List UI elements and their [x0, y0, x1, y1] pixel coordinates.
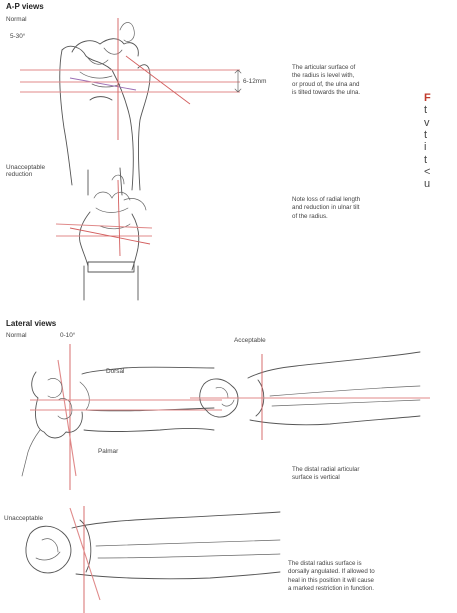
- lateral-views-heading: Lateral views: [6, 319, 56, 328]
- lateral-angle-label: 0-10°: [60, 332, 75, 339]
- lateral-unacceptable-label: Unacceptable: [4, 515, 43, 522]
- ap-unacceptable-label: Unacceptable reduction: [6, 164, 45, 178]
- ap-measure-label: 6-12mm: [243, 78, 266, 85]
- lateral-unacceptable-caption: The distal radius surface is dorsally an…: [288, 560, 375, 593]
- ap-unacceptable-caption: Note loss of radial length and reduction…: [292, 196, 360, 221]
- lateral-unacceptable-illustration: [26, 506, 280, 613]
- lateral-dorsal-label: Dorsal: [106, 368, 124, 375]
- lateral-acceptable-illustration: [190, 352, 430, 440]
- lateral-acceptable-label: Acceptable: [234, 337, 266, 344]
- ap-unacceptable-illustration: [56, 175, 152, 300]
- ap-normal-label: Normal: [6, 16, 27, 23]
- lateral-palmar-label: Palmar: [98, 448, 118, 455]
- lateral-normal-label: Normal: [6, 332, 27, 339]
- lateral-normal-illustration: [22, 344, 222, 490]
- side-text-body: t v t i t < u: [424, 104, 430, 190]
- lateral-normal-caption: The distal radial articular surface is v…: [292, 466, 359, 483]
- ap-normal-caption: The articular surface of the radius is l…: [292, 64, 360, 97]
- ap-views-heading: A-P views: [6, 2, 44, 11]
- side-text-fragment: F t v t i t < u: [424, 92, 457, 191]
- side-figure-label: F: [424, 92, 431, 104]
- ap-normal-illustration: [20, 18, 241, 195]
- ap-angle-label: 5-30°: [10, 33, 25, 40]
